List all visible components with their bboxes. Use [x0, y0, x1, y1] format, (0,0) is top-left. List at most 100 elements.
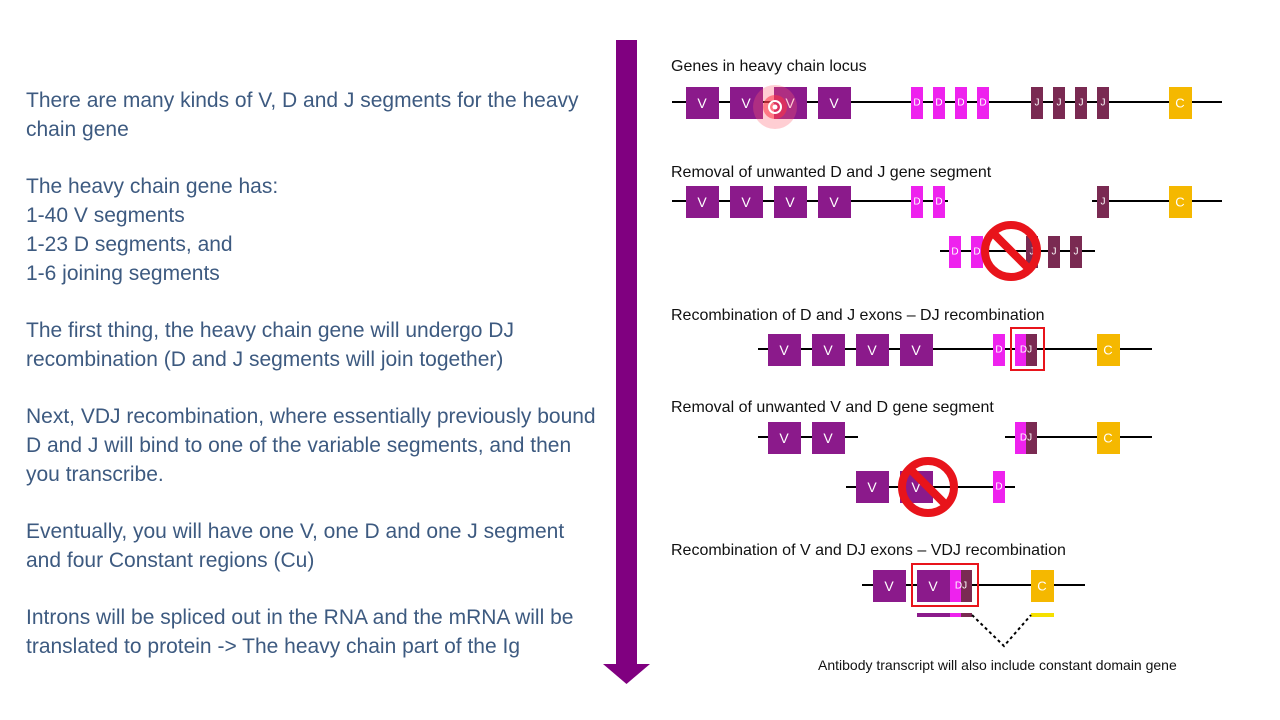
- cursor-highlight-icon: [753, 85, 797, 129]
- svg-text:C: C: [1175, 96, 1184, 111]
- v-segment: V: [768, 334, 801, 366]
- c-segment: C: [1097, 422, 1120, 454]
- paragraph-dj-recombination: The first thing, the heavy chain gene wi…: [26, 319, 514, 371]
- svg-text:J: J: [1057, 98, 1062, 109]
- svg-text:V: V: [823, 342, 833, 358]
- svg-text:J: J: [1101, 98, 1106, 109]
- svg-text:V: V: [867, 342, 877, 358]
- transcript-note: Antibody transcript will also include co…: [818, 657, 1177, 673]
- svg-text:V: V: [928, 578, 938, 594]
- svg-text:DJ: DJ: [1020, 433, 1032, 444]
- svg-text:J: J: [1052, 247, 1057, 258]
- svg-text:V: V: [779, 430, 789, 446]
- c-segment: C: [1169, 87, 1192, 119]
- svg-text:J: J: [1074, 247, 1079, 258]
- svg-text:D: D: [995, 482, 1002, 493]
- svg-text:D: D: [973, 247, 980, 258]
- svg-text:V: V: [785, 194, 795, 210]
- svg-text:V: V: [911, 479, 921, 495]
- step2-gene-row: V V V V D D J C: [672, 186, 1222, 218]
- step3-gene-row: V V V V D DJ C: [758, 327, 1152, 371]
- j-segment: J: [1048, 236, 1060, 268]
- svg-text:D: D: [913, 197, 920, 208]
- svg-text:D: D: [951, 247, 958, 258]
- d-segment: D: [933, 186, 945, 218]
- dj-joined-segment: DJ: [1010, 327, 1045, 371]
- prohibited-icon: [898, 457, 958, 517]
- paragraph-vdj-recombination: Next, VDJ recombination, where essential…: [26, 405, 596, 486]
- paragraph-final-segments: Eventually, you will have one V, one D a…: [26, 520, 565, 572]
- svg-text:D: D: [913, 98, 920, 109]
- step1-title: Genes in heavy chain locus: [671, 58, 867, 75]
- j-segment: J: [1097, 87, 1109, 119]
- paragraph-splicing: Introns will be spliced out in the RNA a…: [26, 606, 574, 658]
- mrna-transcript-bars: [917, 613, 1054, 648]
- dj-joined-segment: DJ: [1015, 422, 1037, 454]
- svg-text:J: J: [1035, 98, 1040, 109]
- svg-text:V: V: [697, 194, 707, 210]
- step5-title: Recombination of V and DJ exons – VDJ re…: [671, 542, 1066, 559]
- svg-text:C: C: [1103, 343, 1112, 358]
- c-segment: C: [1031, 570, 1054, 602]
- vdj-joined-segment: V DJ: [911, 563, 979, 607]
- svg-text:V: V: [785, 95, 795, 111]
- paragraph-segment-counts: The heavy chain gene has: 1-40 V segment…: [26, 175, 279, 285]
- excised-vd-fragment: V V D: [846, 457, 1015, 517]
- svg-text:V: V: [779, 342, 789, 358]
- v-segment: V: [730, 186, 763, 218]
- svg-text:C: C: [1103, 431, 1112, 446]
- svg-text:D: D: [995, 345, 1002, 356]
- v-segment: V: [768, 422, 801, 454]
- svg-text:V: V: [829, 194, 839, 210]
- c-segment: C: [1169, 186, 1192, 218]
- svg-text:D: D: [979, 98, 986, 109]
- j-segment: J: [1053, 87, 1065, 119]
- d-segment: D: [993, 471, 1005, 503]
- v-segment: V: [812, 334, 845, 366]
- svg-text:C: C: [1037, 579, 1046, 594]
- excised-dj-fragment: D D J J J: [940, 221, 1095, 281]
- d-segment: D: [993, 334, 1005, 366]
- d-segment: D: [911, 186, 923, 218]
- svg-text:V: V: [867, 479, 877, 495]
- d-segment: D: [955, 87, 967, 119]
- process-arrow: [603, 40, 650, 684]
- explanation-text: There are many kinds of V, D and J segme…: [26, 86, 601, 689]
- j-segment: J: [1031, 87, 1043, 119]
- d-segment: D: [977, 87, 989, 119]
- j-segment: J: [1097, 186, 1109, 218]
- c-segment: C: [1097, 334, 1120, 366]
- step1-gene-row: V V V V D D D D J J J J C: [672, 87, 1222, 119]
- step3-title: Recombination of D and J exons – DJ reco…: [671, 307, 1045, 324]
- j-segment: J: [1075, 87, 1087, 119]
- step2-title: Removal of unwanted D and J gene segment: [671, 164, 992, 181]
- v-segment: V: [818, 186, 851, 218]
- svg-text:V: V: [884, 578, 894, 594]
- d-segment: D: [949, 236, 961, 268]
- v-segment: V: [873, 570, 906, 602]
- v-segment: V: [818, 87, 851, 119]
- svg-text:D: D: [935, 98, 942, 109]
- paragraph-segment-kinds: There are many kinds of V, D and J segme…: [26, 89, 579, 141]
- v-segment: V: [730, 87, 763, 119]
- svg-text:DJ: DJ: [955, 581, 967, 592]
- step4-gene-row: V V DJ C: [758, 422, 1152, 454]
- svg-text:D: D: [935, 197, 942, 208]
- v-segment: V: [686, 87, 719, 119]
- svg-text:V: V: [829, 95, 839, 111]
- svg-text:DJ: DJ: [1020, 345, 1032, 356]
- j-segment: J: [1070, 236, 1082, 268]
- v-segment: V: [856, 471, 889, 503]
- v-segment: V: [900, 334, 933, 366]
- d-segment: D: [971, 236, 983, 268]
- step5-gene-row: V V DJ C: [862, 563, 1085, 607]
- svg-text:V: V: [741, 95, 751, 111]
- step4-title: Removal of unwanted V and D gene segment: [671, 399, 994, 416]
- prohibited-icon: [981, 221, 1041, 281]
- svg-text:V: V: [823, 430, 833, 446]
- d-segment: D: [933, 87, 945, 119]
- v-segment: V: [812, 422, 845, 454]
- svg-text:J: J: [1030, 247, 1035, 258]
- svg-text:C: C: [1175, 195, 1184, 210]
